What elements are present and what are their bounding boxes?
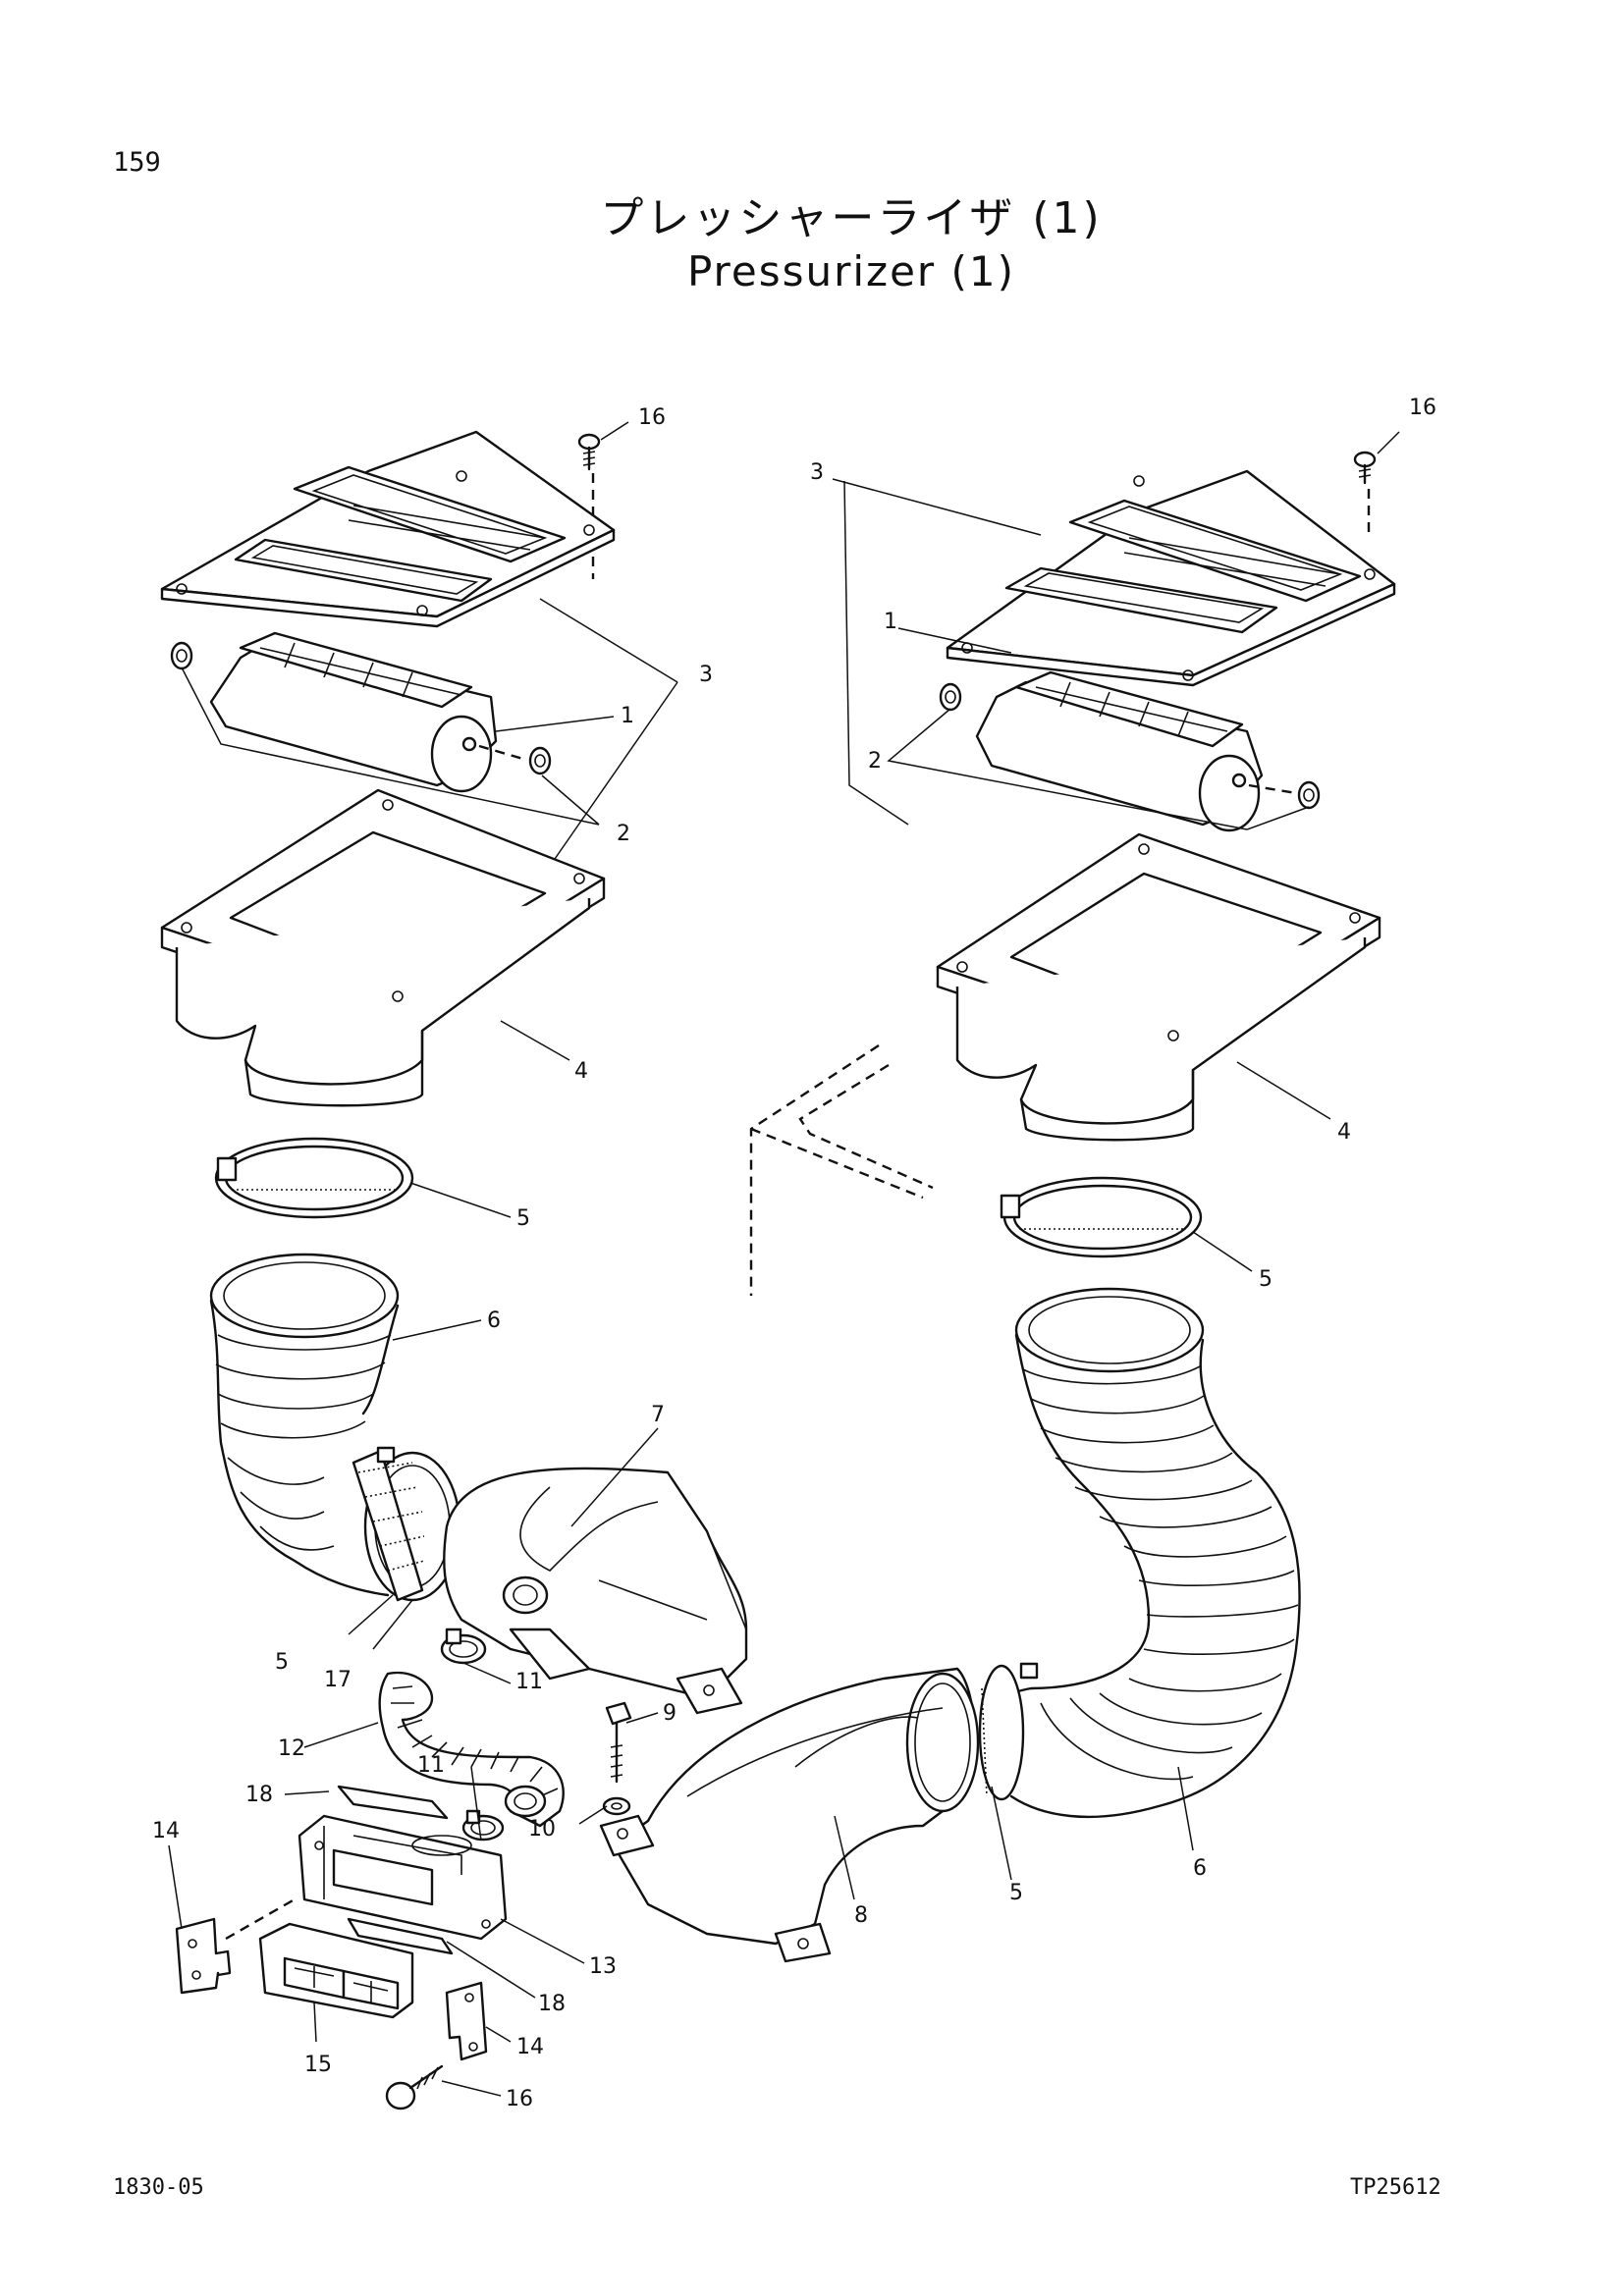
callout-3-right: 3 — [810, 460, 824, 485]
leader-lines — [168, 421, 1400, 2097]
nut-2-left — [170, 641, 552, 775]
cover-plate-3-left — [160, 430, 616, 628]
callout-11-lower: 11 — [417, 1753, 445, 1778]
callout-14-left: 14 — [152, 1819, 180, 1843]
bracket-14-right — [445, 1981, 488, 2061]
callout-4-left: 4 — [574, 1059, 588, 1084]
callout-16-left: 16 — [638, 405, 666, 430]
duct-7 — [443, 1467, 748, 1715]
frame-13 — [225, 1814, 508, 1941]
footer-code: 1830-05 — [113, 2175, 204, 2200]
callout-13: 13 — [589, 1954, 617, 1979]
callout-labels: 16 16 3 3 1 1 2 2 4 4 5 5 5 5 6 6 7 8 9 … — [152, 396, 1436, 2111]
cab-outline-dashed — [749, 1043, 934, 1296]
callout-7: 7 — [651, 1403, 665, 1427]
callout-12: 12 — [278, 1736, 305, 1761]
callout-10: 10 — [528, 1817, 556, 1842]
callout-18-upper: 18 — [245, 1783, 273, 1807]
bolt-9 — [605, 1701, 632, 1784]
page-title-japanese: プレッシャーライザ (1) — [600, 193, 1103, 243]
callout-18-lower: 18 — [538, 1992, 566, 2016]
callout-5-right-bottom: 5 — [1009, 1881, 1023, 1905]
elbow-duct-8 — [599, 1667, 980, 1963]
nut-2-right — [939, 682, 1321, 810]
callout-15: 15 — [304, 2053, 332, 2077]
callout-1-left: 1 — [621, 704, 634, 728]
housing-4-right — [936, 832, 1381, 1142]
callout-9: 9 — [663, 1701, 677, 1726]
small-hose-12 — [378, 1671, 565, 1828]
housing-4-left — [160, 788, 606, 1107]
hose-clamp-5-left-top — [214, 1137, 414, 1219]
cover-plate-3-right — [946, 469, 1396, 687]
callout-11-upper: 11 — [515, 1670, 543, 1694]
callout-6-left: 6 — [487, 1308, 501, 1333]
page-title-english: Pressurizer (1) — [686, 247, 1016, 295]
callout-5-left-top: 5 — [516, 1206, 530, 1231]
flexible-hose-6-right — [978, 1287, 1301, 1819]
louver-1-right — [975, 670, 1264, 832]
callout-3-left: 3 — [699, 663, 713, 687]
hose-clamp-11-lower — [461, 1809, 505, 1842]
louver-grille-15 — [258, 1922, 414, 2019]
washer-10 — [602, 1796, 631, 1816]
hose-clamp-5-right-top — [1000, 1176, 1203, 1258]
callout-14-right: 14 — [516, 2035, 544, 2059]
louver-1-left — [209, 631, 498, 793]
callout-16-lower: 16 — [506, 2087, 533, 2111]
callout-5-left-bottom: 5 — [275, 1650, 289, 1675]
callout-17: 17 — [324, 1668, 352, 1692]
callout-6-right: 6 — [1193, 1856, 1207, 1881]
page-number: 159 — [113, 147, 161, 178]
callout-4-right: 4 — [1337, 1120, 1351, 1145]
callout-16-right: 16 — [1409, 396, 1436, 420]
bracket-14-left — [175, 1917, 232, 1995]
screw-16-lower — [385, 2064, 444, 2110]
screw-16-right — [1353, 451, 1377, 535]
seal-18-lower — [347, 1917, 454, 1955]
callout-5-right-top: 5 — [1259, 1267, 1272, 1292]
hose-clamp-11-upper — [440, 1628, 487, 1665]
seal-18-upper — [337, 1785, 449, 1820]
callout-2-right: 2 — [868, 749, 882, 774]
callout-8: 8 — [854, 1903, 868, 1928]
callout-2-left: 2 — [617, 822, 630, 846]
callout-1-right: 1 — [884, 610, 897, 634]
footer-reference: TP25612 — [1350, 2175, 1441, 2200]
flexible-hose-6-left — [209, 1253, 461, 1602]
